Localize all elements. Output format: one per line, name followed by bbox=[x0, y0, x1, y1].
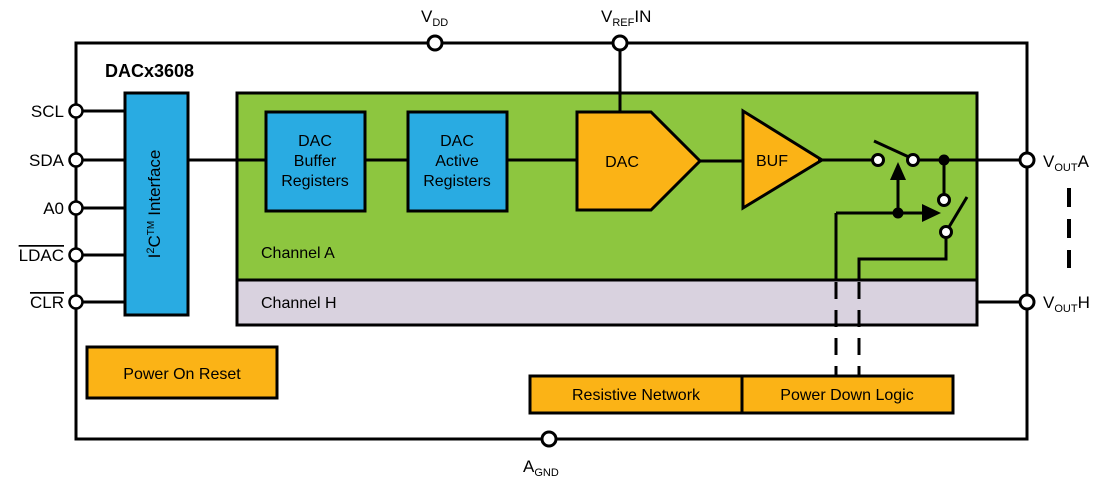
a0-pin-label: A0 bbox=[43, 199, 64, 218]
scl-terminal bbox=[68, 103, 84, 119]
power-on-reset-block bbox=[85, 345, 279, 400]
dac-buffer-label-line2: Buffer bbox=[294, 153, 337, 170]
dac-buffer-label-line3: Registers bbox=[281, 173, 349, 190]
agnd-pin-label: AGND bbox=[523, 457, 559, 479]
scl-pin-label: SCL bbox=[31, 102, 64, 121]
channel-h-block bbox=[235, 278, 979, 327]
clr-pin-label: CLR bbox=[30, 293, 64, 312]
power-down-logic-block bbox=[740, 374, 955, 415]
switch1-blade bbox=[873, 139, 912, 160]
a0-terminal bbox=[68, 200, 84, 216]
vdd-pin-label: VDD bbox=[421, 7, 448, 29]
vrefin-pin-label: VREFIN bbox=[601, 7, 651, 29]
vdd-terminal bbox=[426, 34, 444, 52]
control-arrow-up-head bbox=[890, 162, 906, 180]
device-title: DACx3608 bbox=[105, 61, 194, 81]
dac-buffer-label-line1: DAC bbox=[298, 133, 332, 150]
i2c-interface-label: I2CTMInterface bbox=[145, 150, 164, 259]
dac-buffer-registers-block bbox=[264, 110, 367, 213]
power-on-reset-label: Power On Reset bbox=[123, 366, 241, 383]
switch2-blade bbox=[947, 196, 969, 228]
buf-amplifier-block bbox=[741, 108, 825, 211]
resistive-network-label: Resistive Network bbox=[572, 387, 701, 404]
switch1-contact-right bbox=[906, 153, 920, 167]
vouth-pin-label: VOUTH bbox=[1043, 293, 1090, 315]
switch2-contact-top bbox=[937, 193, 951, 207]
dac-label: DAC bbox=[605, 154, 639, 171]
switch2-contact-bottom bbox=[939, 225, 953, 239]
ldac-pin-label: LDAC bbox=[19, 246, 64, 265]
channel-a-label: Channel A bbox=[261, 245, 335, 262]
control-arrow-right-head bbox=[922, 204, 941, 222]
ldac-terminal bbox=[68, 247, 84, 263]
vrefin-terminal bbox=[611, 34, 629, 52]
dac-active-label-line1: DAC bbox=[440, 133, 474, 150]
agnd-terminal bbox=[540, 430, 558, 448]
i2c-interface-block bbox=[123, 91, 190, 317]
vouta-pin-label: VOUTA bbox=[1043, 152, 1090, 174]
vouth-terminal bbox=[1018, 293, 1036, 311]
channel-h-label: Channel H bbox=[261, 295, 337, 312]
control-junction-dot bbox=[892, 207, 904, 219]
dac-active-label-line3: Registers bbox=[423, 173, 491, 190]
control2-down-wire bbox=[857, 238, 948, 280]
buf-label: BUF bbox=[756, 153, 788, 170]
vouta-terminal bbox=[1018, 151, 1036, 169]
sda-pin-label: SDA bbox=[29, 151, 65, 170]
sda-terminal bbox=[68, 152, 84, 168]
dac-active-label-line2: Active bbox=[435, 153, 479, 170]
dac-active-registers-block bbox=[406, 110, 509, 213]
power-down-logic-label: Power Down Logic bbox=[780, 387, 913, 404]
dac-block bbox=[575, 110, 703, 212]
clr-terminal bbox=[68, 294, 84, 310]
switch1-contact-left bbox=[871, 153, 885, 167]
